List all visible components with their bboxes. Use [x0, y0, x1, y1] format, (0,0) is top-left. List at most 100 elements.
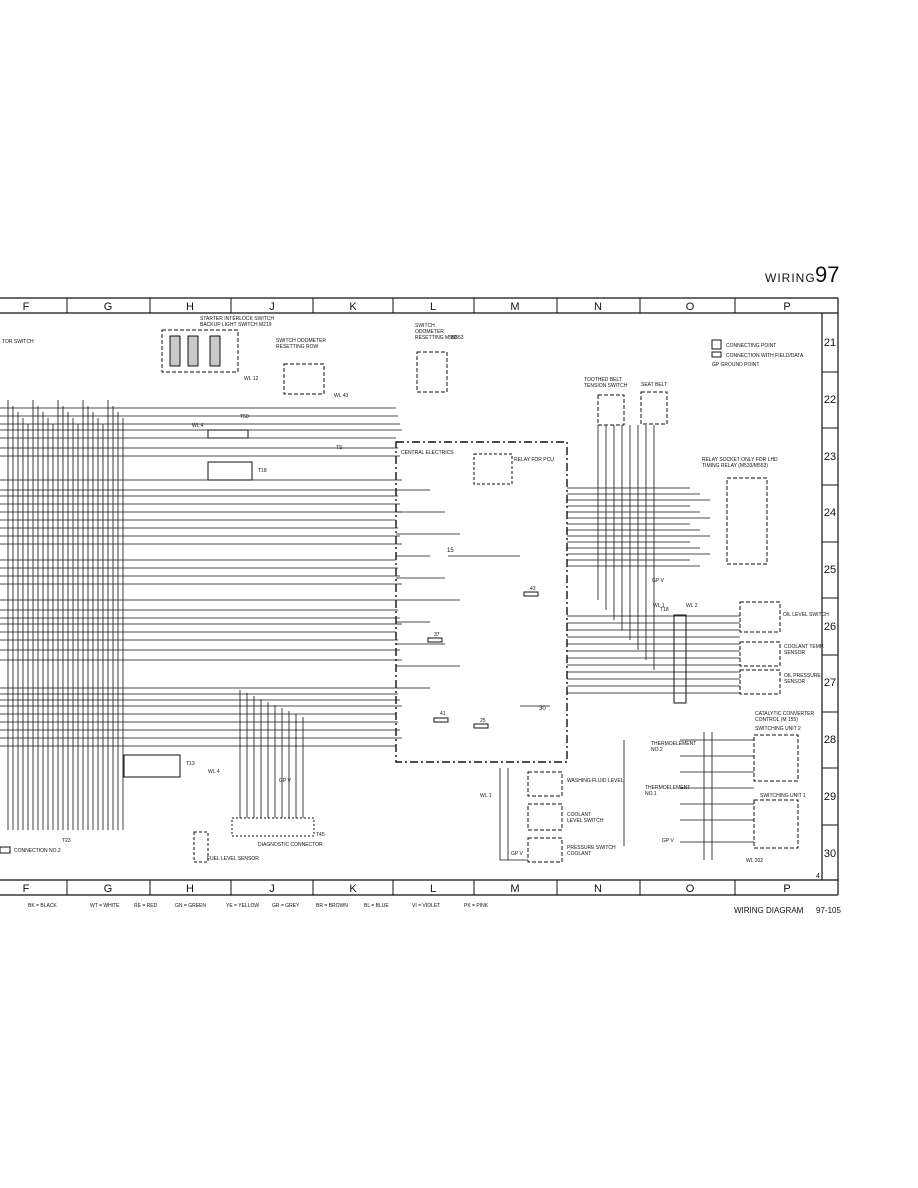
col-label: O — [686, 883, 695, 895]
starter-interlock-label-2: BACKUP LIGHT SWITCH M219 — [200, 322, 272, 328]
diagnostic-connector-label: DIAGNOSTIC CONNECTOR — [258, 842, 323, 848]
row-label: 26 — [824, 621, 836, 633]
plug-connection-symbol — [711, 351, 722, 358]
col-label: K — [349, 301, 357, 313]
central-electrics-label: CENTRAL ELECTRICS — [401, 450, 454, 456]
fuel-level-sensor-label: FUEL LEVEL SENSOR — [207, 856, 259, 862]
row-separators — [822, 371, 838, 826]
color-grey: GR = GREY — [272, 903, 300, 909]
col-label: G — [104, 301, 113, 313]
t18-label-right: T18 — [660, 607, 669, 613]
legend-ground-point: GP GROUND POINT — [712, 362, 759, 368]
ts-label: TS — [336, 445, 343, 451]
row-label: 25 — [824, 564, 836, 576]
legend-plug-connection: CONNECTION WITH FIELD/DATA — [726, 353, 804, 359]
connector-t50 — [207, 429, 249, 439]
row-label: 23 — [824, 451, 836, 463]
row-label: 22 — [824, 394, 836, 406]
column-separators — [66, 298, 736, 895]
fuse-25: 25 — [480, 718, 486, 724]
pressure-switch-label-2: COOLANT — [567, 851, 591, 857]
connection-no2-label: CONNECTION NO.2 — [14, 848, 61, 854]
t18-label-left: T18 — [258, 468, 267, 474]
switch-odometer-box — [283, 363, 325, 395]
relay-pcu-label: RELAY FOR PCU — [514, 457, 554, 463]
central-electrics-box — [395, 441, 568, 763]
connecting-point-symbol — [711, 339, 722, 350]
coolant-temp-label-2: SENSOR — [784, 650, 806, 656]
col-label: N — [594, 301, 602, 313]
color-pink: PK = PINK — [464, 903, 489, 909]
t45-label: T45 — [316, 832, 325, 838]
switching-unit-1-label: SWITCHING UNIT 1 — [760, 793, 806, 799]
thermoelement-1-label-2: NO.1 — [645, 791, 657, 797]
terminal-15: 15 — [447, 548, 454, 554]
row-label: 24 — [824, 507, 836, 519]
color-yellow: YE = YELLOW — [226, 903, 259, 909]
row-label: 21 — [824, 337, 836, 349]
color-green: GN = GREEN — [175, 903, 206, 909]
connector-t18-left — [207, 461, 253, 481]
starter-interlock-switch — [161, 329, 239, 373]
page-title: WIRING — [765, 271, 816, 285]
relay-socket-label-2: TIMING RELAY (M533/M553) — [702, 463, 768, 469]
wl12-label: WL 12 — [244, 376, 258, 382]
row-label: 30 — [824, 848, 836, 860]
color-violet: VI = VIOLET — [412, 903, 440, 909]
color-red: RE = RED — [134, 903, 158, 909]
pressure-switch-label-1: PRESSURE SWITCH — [567, 845, 616, 851]
coolant-level-label-2: LEVEL SWITCH — [567, 818, 604, 824]
wl1-label-b: WL 1 — [480, 793, 492, 799]
row-label: 29 — [824, 791, 836, 803]
washing-fluid-label: WASHING FLUID LEVEL — [567, 778, 624, 784]
oil-level-switch-box — [739, 601, 781, 633]
switching-unit-2-box — [753, 734, 799, 782]
seat-belt-label: SEAT BELT — [641, 382, 667, 388]
wl202-label: WL 202 — [746, 858, 763, 864]
m553-label: M553 — [451, 335, 464, 341]
interlock-contact-a — [169, 335, 181, 367]
diagnostic-connector — [231, 817, 315, 837]
fuse-25-rect — [473, 723, 489, 729]
color-white: WT = WHITE — [90, 903, 120, 909]
column-labels-top: F G H J K L M N O P — [23, 301, 791, 313]
gp-v-label-3: GP V — [511, 851, 524, 857]
switch-m553-label-1: SWITCH — [415, 323, 435, 329]
starter-interlock-label-1: STARTER INTERLOCK SWITCH — [200, 316, 274, 322]
fuel-level-sensor-box — [193, 831, 209, 863]
coolant-level-box — [527, 803, 563, 831]
color-black: BK = BLACK — [28, 903, 57, 909]
col-label: L — [430, 883, 436, 895]
fuse-43: 43 — [530, 586, 536, 592]
toothed-belt-label-1: TOOTHED BELT — [584, 377, 622, 383]
fuse-37-rect — [427, 637, 443, 643]
t50-label: T50 — [240, 414, 249, 420]
t13-label: T13 — [186, 761, 195, 767]
col-label: P — [783, 883, 790, 895]
wl1-label: WL 1 — [653, 603, 665, 609]
row-label: 28 — [824, 734, 836, 746]
col-label: L — [430, 301, 436, 313]
connector-t18-right — [673, 614, 687, 704]
thermoelement-2-label-1: THERMOELEMENT — [651, 741, 696, 747]
fuse-41: 41 — [440, 711, 446, 717]
oil-pressure-label-2: SENSOR — [784, 679, 806, 685]
thermoelement-2-label-2: NO.2 — [651, 747, 663, 753]
relay-socket-label-1: RELAY SOCKET ONLY FOR LHD — [702, 457, 778, 463]
switch-odometer-label-2: RESETTING ROW — [276, 344, 319, 350]
washing-fluid-box — [527, 771, 563, 797]
col-label: H — [186, 301, 194, 313]
diagram-frame — [0, 297, 839, 896]
coolant-temp-label-1: COOLANT TEMP. — [784, 644, 824, 650]
fuse-41-rect — [433, 717, 449, 723]
coolant-temp-box — [739, 641, 781, 667]
col-label: F — [23, 301, 30, 313]
legend-connecting-point: CONNECTING POINT — [726, 343, 776, 349]
col-label: J — [269, 301, 275, 313]
t23-label: T23 — [62, 838, 71, 844]
col-label: M — [510, 301, 519, 313]
toothed-belt-label-2: TENSION SWITCH — [584, 383, 628, 389]
footer-title: WIRING DIAGRAM — [734, 906, 804, 915]
toothed-belt-switch — [597, 394, 625, 426]
